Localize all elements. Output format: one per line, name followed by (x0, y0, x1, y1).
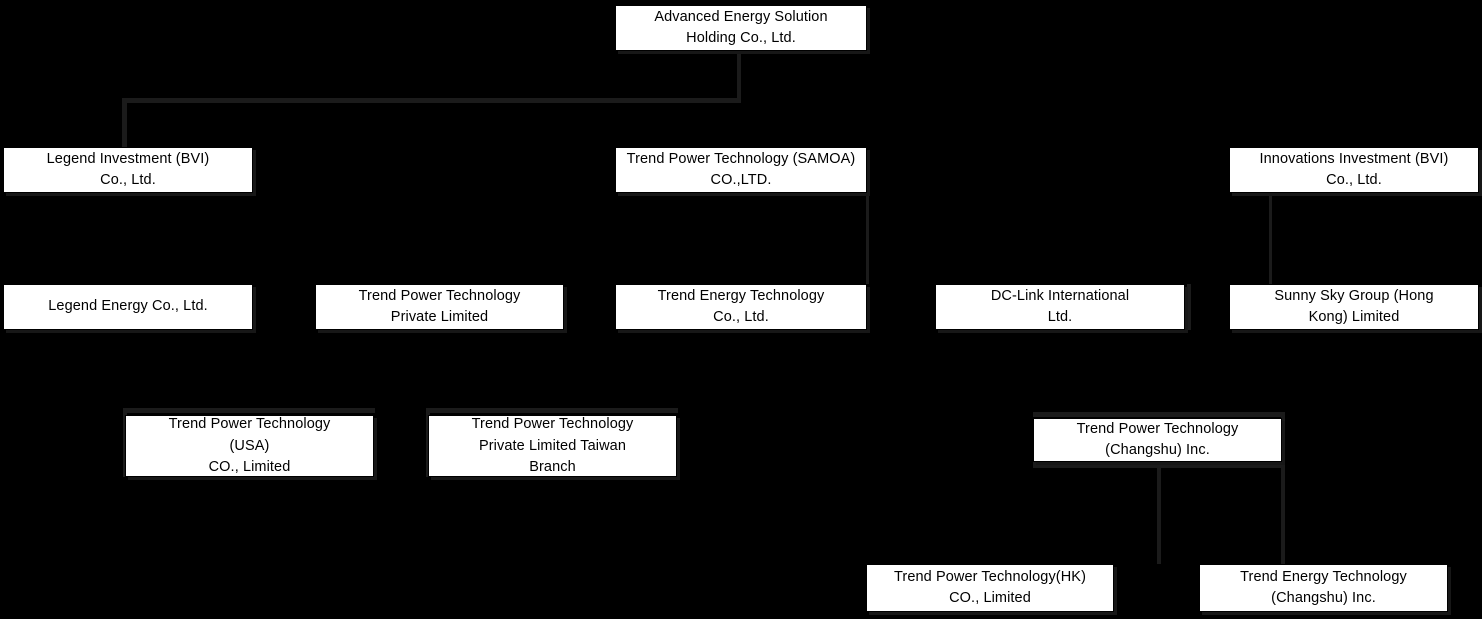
connector-legend-drop (122, 98, 127, 147)
connector-samoa-drop (866, 193, 869, 284)
node-label: Trend Power Technology (SAMOA) CO.,LTD. (626, 150, 856, 188)
node-trend-energy-changshu[interactable]: Trend Energy Technology (Changshu) Inc. (1199, 564, 1448, 612)
node-aes-holding[interactable]: Advanced Energy Solution Holding Co., Lt… (615, 5, 867, 51)
connector-dclink-drop (1187, 284, 1191, 330)
node-trend-energy-technology[interactable]: Trend Energy Technology Co., Ltd. (615, 284, 867, 330)
node-trend-power-hk[interactable]: Trend Power Technology(HK) CO., Limited (866, 564, 1114, 612)
node-label: Trend Energy Technology (Changshu) Inc. (1240, 568, 1407, 606)
node-sunny-sky-group-hk[interactable]: Sunny Sky Group (Hong Kong) Limited (1229, 284, 1479, 330)
connector-changshu-energy-drop (1281, 462, 1285, 564)
node-trend-power-usa[interactable]: Trend Power Technology (USA) CO., Limite… (125, 415, 374, 477)
node-label: Advanced Energy Solution Holding Co., Lt… (654, 8, 828, 46)
node-label: Trend Power Technology Private Limited T… (471, 416, 634, 475)
connector-taiwan-bus (426, 408, 678, 413)
node-label: Legend Investment (BVI) Co., Ltd. (46, 150, 210, 188)
connector-usa-bus (123, 408, 375, 413)
node-label: Innovations Investment (BVI) Co., Ltd. (1259, 150, 1449, 188)
node-label: Trend Power Technology(HK) CO., Limited (894, 568, 1086, 606)
connector-level1-bus (122, 98, 741, 103)
node-trend-power-changshu[interactable]: Trend Power Technology (Changshu) Inc. (1033, 418, 1282, 462)
connector-root-stem (737, 51, 741, 100)
node-label: DC-Link International Ltd. (990, 287, 1130, 325)
node-label: Sunny Sky Group (Hong Kong) Limited (1274, 287, 1434, 325)
node-legend-energy[interactable]: Legend Energy Co., Ltd. (3, 284, 253, 330)
node-label: Trend Power Technology (Changshu) Inc. (1076, 420, 1239, 458)
node-innovations-investment-bvi[interactable]: Innovations Investment (BVI) Co., Ltd. (1229, 147, 1479, 193)
connector-changshu-right-stem (1281, 412, 1285, 474)
node-trend-power-samoa[interactable]: Trend Power Technology (SAMOA) CO.,LTD. (615, 147, 867, 193)
node-label: Legend Energy Co., Ltd. (48, 298, 208, 315)
connector-innovations-drop (1269, 193, 1272, 284)
node-trend-power-private-limited[interactable]: Trend Power Technology Private Limited (315, 284, 564, 330)
node-label: Trend Energy Technology Co., Ltd. (657, 287, 825, 325)
node-legend-investment-bvi[interactable]: Legend Investment (BVI) Co., Ltd. (3, 147, 253, 193)
node-trend-power-taiwan-branch[interactable]: Trend Power Technology Private Limited T… (428, 415, 677, 477)
connector-changshu-top-bus (1033, 412, 1285, 417)
node-label: Trend Power Technology (USA) CO., Limite… (168, 416, 331, 475)
node-dc-link-international[interactable]: DC-Link International Ltd. (935, 284, 1185, 330)
node-label: Trend Power Technology Private Limited (358, 287, 521, 325)
connector-hk-drop (1157, 462, 1161, 564)
